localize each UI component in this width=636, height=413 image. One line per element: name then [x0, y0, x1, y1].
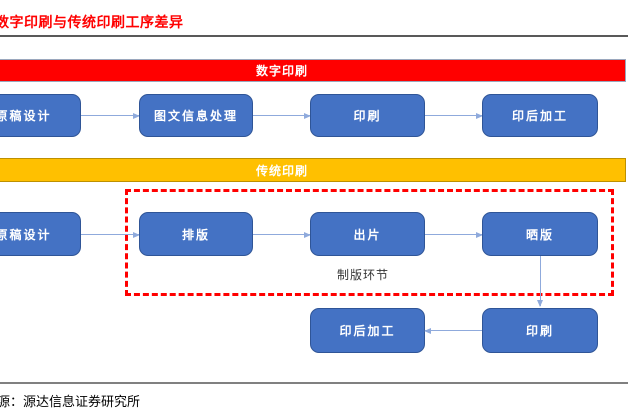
flow-arrow-right-icon [253, 112, 311, 119]
arrowhead-icon [304, 112, 311, 119]
flow-arrow-down-icon [537, 256, 543, 307]
flow-arrow-right-icon [425, 112, 483, 119]
digital-banner-label: 数字印刷 [255, 64, 308, 78]
arrowhead-icon [537, 300, 543, 307]
traditional-step-printing: 印刷 [482, 308, 598, 353]
arrowhead-icon [424, 327, 431, 334]
flow-arrow-right-icon [425, 231, 483, 238]
flow-arrow-right-icon [253, 231, 311, 238]
traditional-step-postpress: 印后加工 [310, 308, 425, 353]
source-note: 源：源达信息证券研究所 [0, 394, 141, 409]
traditional-printing-banner: 传统印刷 [0, 158, 626, 182]
title-underline [0, 35, 628, 37]
digital-printing-banner: 数字印刷 [0, 59, 626, 82]
digital-step-info-processing: 图文信息处理 [139, 94, 253, 137]
digital-step-postpress: 印后加工 [482, 94, 598, 137]
traditional-step-original-design: 原稿设计 [0, 212, 81, 256]
arrowhead-icon [133, 231, 140, 238]
digital-step-printing: 印刷 [310, 94, 425, 137]
arrowhead-icon [476, 112, 483, 119]
platemaking-dashed-region [125, 189, 614, 296]
traditional-step-film-output: 出片 [310, 212, 425, 256]
flow-arrow-right-icon [81, 112, 140, 119]
platemaking-group-label: 制版环节 [337, 268, 390, 282]
flow-arrow-right-icon [81, 231, 140, 238]
arrowhead-icon [133, 112, 140, 119]
digital-step-original-design: 原稿设计 [0, 94, 81, 137]
footer-rule [0, 382, 628, 384]
arrowhead-icon [476, 231, 483, 238]
traditional-step-typesetting: 排版 [139, 212, 253, 256]
traditional-banner-label: 传统印刷 [255, 163, 308, 178]
page-title: 数字印刷与传统印刷工序差异 [0, 14, 184, 30]
flow-arrow-left-icon [424, 327, 482, 334]
arrowhead-icon [304, 231, 311, 238]
traditional-step-plate-exposure: 晒版 [482, 212, 598, 256]
